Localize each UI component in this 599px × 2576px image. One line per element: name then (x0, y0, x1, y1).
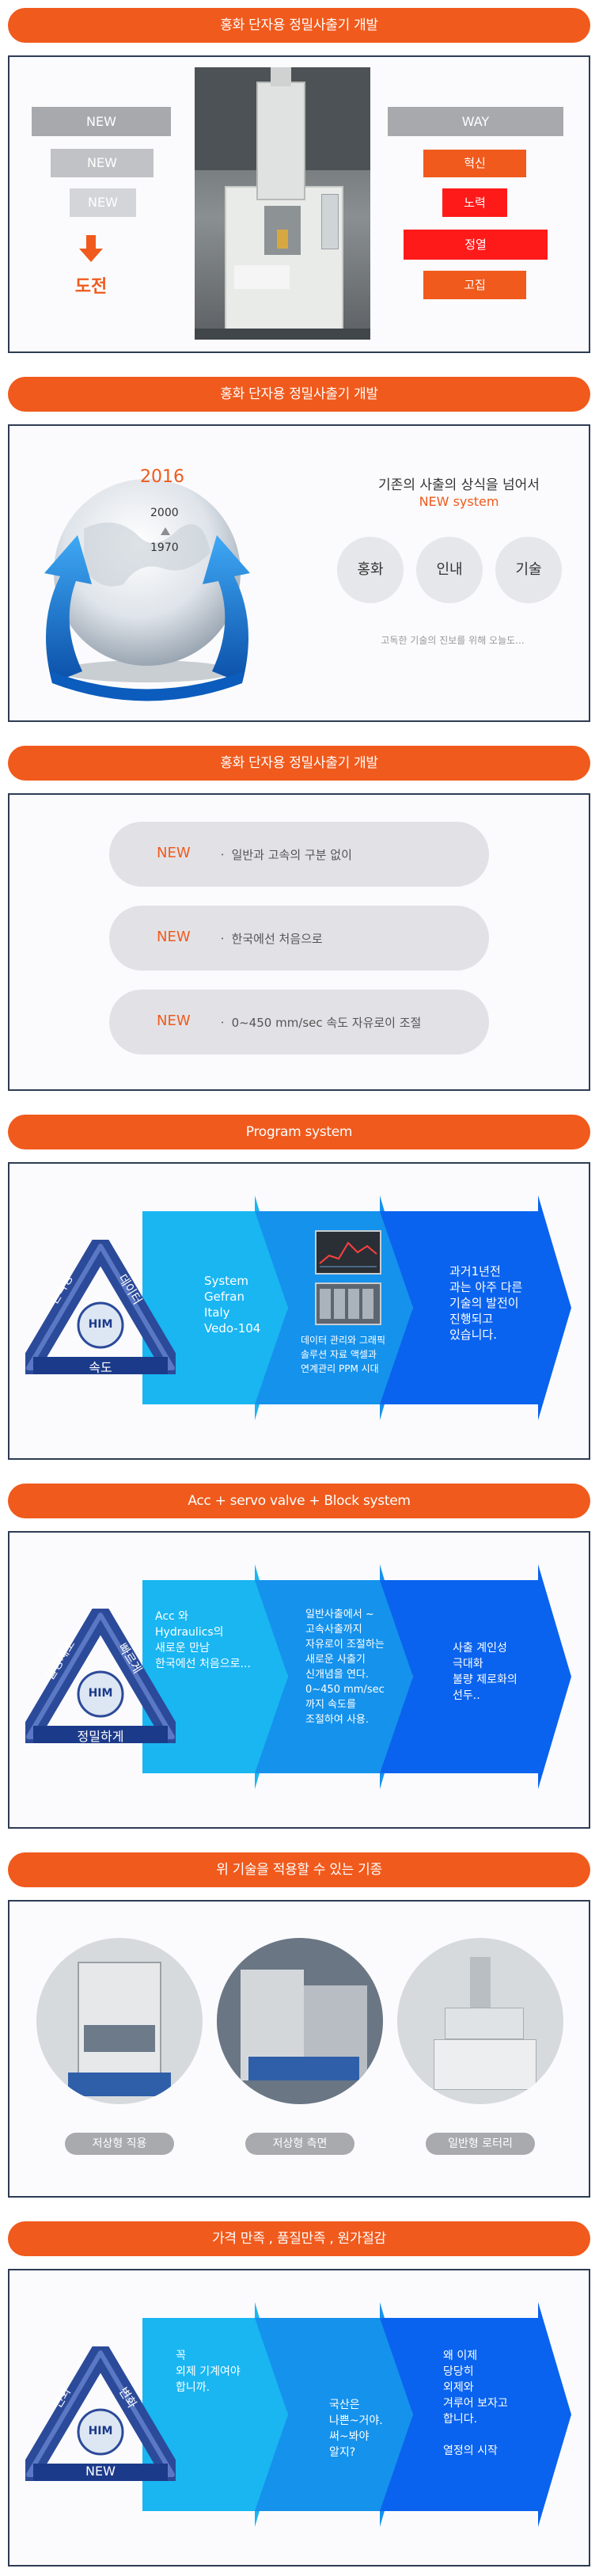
arrow1-text: System Gefran Italy Vedo-104 (204, 1274, 261, 1335)
up-arrow-icon (161, 527, 170, 535)
new-bar-medium: NEW (51, 149, 154, 177)
three-arrows-graphic (142, 1564, 571, 1789)
graph-screen-image (315, 1230, 381, 1275)
control-panel-image (315, 1282, 381, 1325)
section-title: Program system (8, 1115, 590, 1149)
new-tag: NEW (157, 1013, 191, 1029)
section-title: 홍화 단자용 정밀사출기 개발 (8, 746, 590, 781)
triangle-badge (25, 1240, 176, 1374)
way-item-persistence: 고집 (423, 271, 526, 299)
arrow1-text: Acc 와 Hydraulics의 새로운 만남 한국에선 처음으로... (155, 1610, 251, 1670)
new-tag: NEW (157, 845, 191, 861)
year-2000: 2000 (150, 507, 179, 519)
headline: 기존의 사출의 상식을 넘어서 (378, 477, 540, 493)
section-title: 가격 만족 , 품질만족 , 원가절감 (8, 2221, 590, 2256)
circle-honghwa: 홍화 (337, 537, 404, 603)
section-title: Acc + servo valve + Block system (8, 1484, 590, 1518)
feature-text: ㆍ 일반과 고속의 구분 없이 (217, 848, 352, 862)
tri-bottom-label: 속도 (89, 1360, 112, 1375)
features-panel: NEW ㆍ 일반과 고속의 구분 없이 NEW ㆍ 한국에선 처음으로 NEW … (8, 793, 590, 1091)
model-caption: 저상형 직용 (65, 2133, 174, 2155)
program-system-panel: 신속성 데이터 속도 HIM System Gefran Italy Vedo-… (8, 1162, 590, 1460)
arrow3-text: 왜 이제 당당히 외제와 겨루어 보자고 합니다. 열정의 시작 (443, 2350, 508, 2457)
intro-panel: NEW NEW NEW 도전 WAY 혁신 노력 정열 고집 (8, 55, 590, 353)
history-panel: 2016 2000 1970 기존의 사출의 상식을 넘어서 NEW syste… (8, 424, 590, 722)
section-title: 홍화 단자용 정밀사출기 개발 (8, 8, 590, 43)
model-caption: 일반형 로터리 (426, 2133, 535, 2155)
models-panel: 저상형 직용 저상형 측면 일반형 로터리 (8, 1900, 590, 2198)
way-header: WAY (388, 107, 563, 136)
arrow1-text: 꼭 외제 기계여야 합니까. (176, 2350, 241, 2394)
him-logo: HIM (88, 2425, 113, 2437)
model-photo-low-direct (36, 1938, 203, 2104)
circle-technology: 기술 (495, 537, 562, 603)
arrow3-text: 사출 계인성 극대화 불량 제로화의 선두.. (453, 1642, 517, 1702)
arrow3-text: 과거1년전 과는 아주 다른 기술의 발전이 진행되고 있습니다. (449, 1264, 523, 1342)
triangle-badge (25, 2346, 176, 2481)
model-caption: 저상형 측면 (245, 2133, 354, 2155)
year-2016: 2016 (140, 467, 184, 487)
subheadline: NEW system (419, 494, 499, 509)
him-logo: HIM (88, 1687, 113, 1700)
acc-servo-panel: 불량제로 빠르게 정밀하게 HIM Acc 와 Hydraulics의 새로운 … (8, 1531, 590, 1829)
arrow2-text: 데이터 관리와 그래픽 솔루션 자료 액셀과 연계관리 PPM 시대 (301, 1335, 385, 1374)
new-bar-large: NEW (32, 107, 171, 136)
globe-arrows-graphic (44, 479, 250, 701)
feature-row: NEW ㆍ 0~450 mm/sec 속도 자유로이 조절 (109, 990, 489, 1054)
arrow2-text: 일반사출에서 ~ 고속사출까지 자유로이 조절하는 새로운 사출기 신개념을 연… (305, 1609, 385, 1726)
feature-text: ㆍ 한국에선 처음으로 (217, 932, 323, 946)
him-logo: HIM (88, 1318, 113, 1331)
new-bar-small: NEW (70, 188, 136, 217)
new-tag: NEW (157, 929, 191, 945)
model-photo-rotary (397, 1938, 563, 2104)
circle-patience: 인내 (416, 537, 483, 603)
machine-photo (195, 67, 370, 340)
year-1970: 1970 (150, 541, 179, 554)
feature-row: NEW ㆍ 한국에선 처음으로 (109, 906, 489, 971)
feature-text: ㆍ 0~450 mm/sec 속도 자유로이 조절 (217, 1016, 422, 1030)
arrow2-text: 국산은 나쁜~거야. 써~봐야 알지? (329, 2399, 383, 2459)
way-item-passion: 정열 (404, 230, 548, 260)
challenge-text: 도전 (74, 277, 108, 297)
section-title: 홍화 단자용 정밀사출기 개발 (8, 377, 590, 412)
feature-row: NEW ㆍ 일반과 고속의 구분 없이 (109, 822, 489, 887)
way-item-innovation: 혁신 (423, 150, 526, 177)
tri-bottom-label: NEW (85, 2464, 116, 2479)
section-title: 위 기술을 적용할 수 있는 기종 (8, 1852, 590, 1887)
tri-bottom-label: 정밀하게 (77, 1729, 124, 1744)
value-panel: 변화 변화 NEW HIM 꼭 외제 기계여야 합니까. 국산은 나쁜~거야. … (8, 2269, 590, 2567)
history-caption: 고독한 기술의 진보를 위해 오늘도... (381, 635, 525, 646)
model-photo-low-side (217, 1938, 383, 2104)
triangle-badge (25, 1609, 176, 1743)
way-item-effort: 노력 (442, 188, 507, 217)
three-arrows-graphic (142, 2302, 571, 2527)
